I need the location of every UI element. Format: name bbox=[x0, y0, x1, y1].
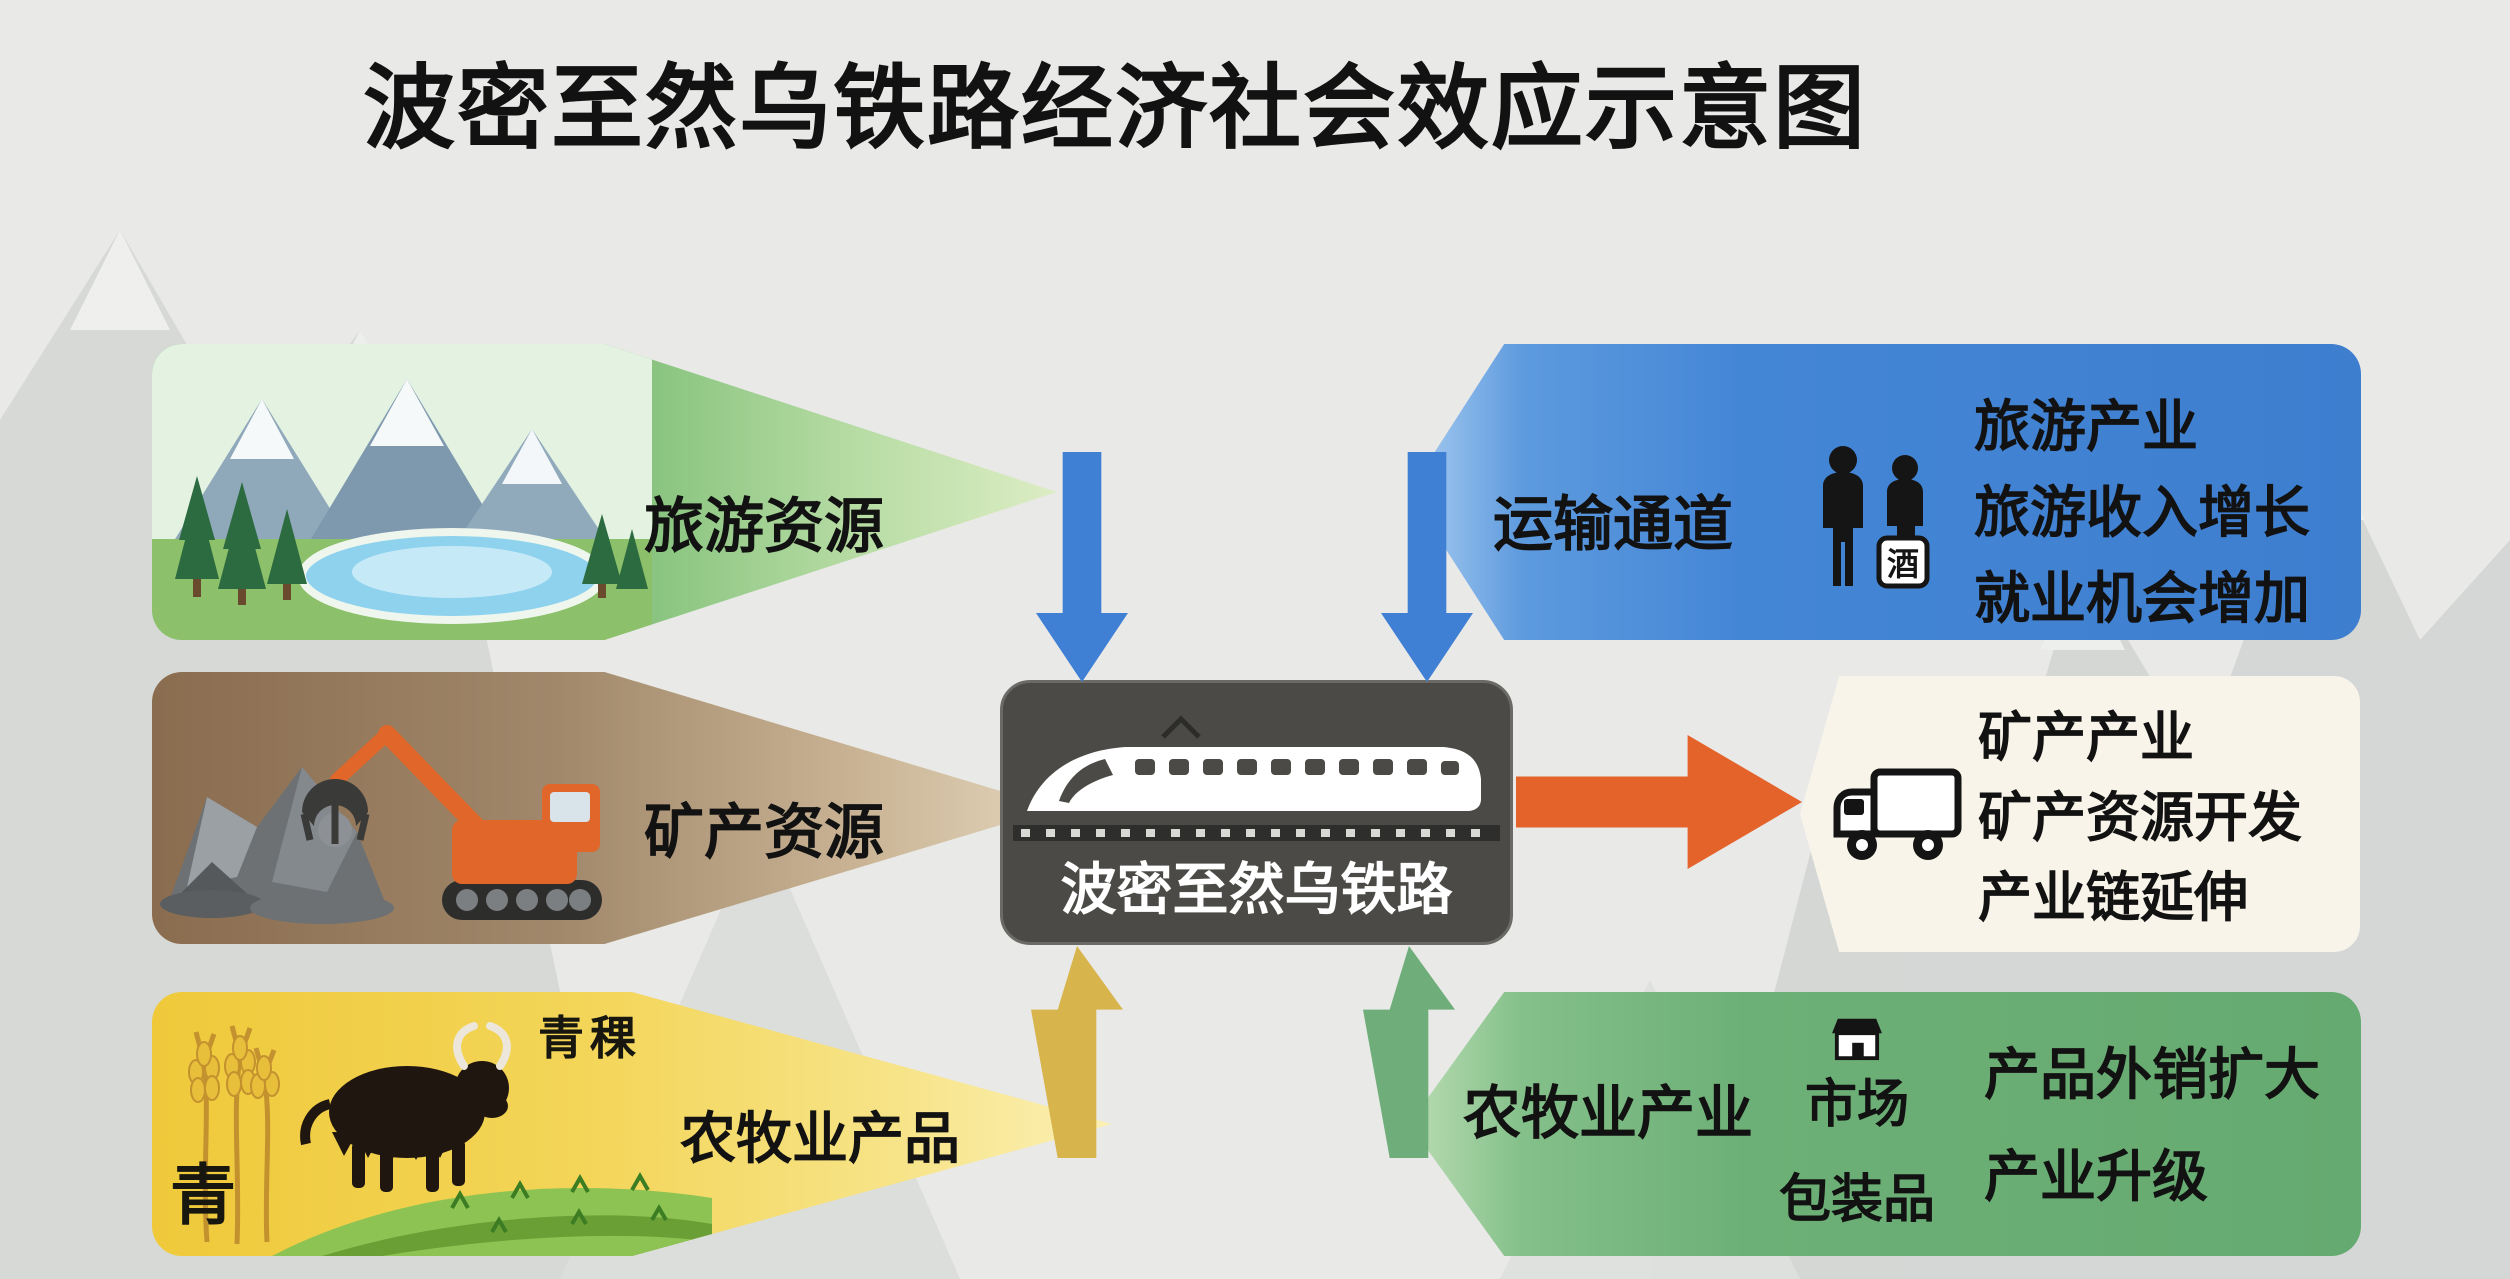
railway-name-label: 波密至然乌铁路 bbox=[1060, 858, 1453, 921]
outcome-line: 就业机会增加 bbox=[1974, 567, 2310, 630]
agriculture-products-label: 农牧业产品 bbox=[680, 1107, 960, 1170]
diagram-title: 波密至然乌铁路经济社会效应示意图 bbox=[362, 58, 1867, 160]
outcome-line: 矿产资源开发 bbox=[1978, 788, 2302, 848]
wheat-yak-fields-illustration bbox=[188, 1022, 712, 1256]
tourism-resources-block: 旅游资源 bbox=[152, 344, 1057, 640]
mineral-resources-label: 矿产资源 bbox=[644, 799, 884, 866]
hotel-sign-character: 酒 bbox=[1887, 546, 1919, 582]
transport-outcome-lines: 旅游产业 旅游收入增长 就业机会增加 bbox=[1974, 384, 2310, 640]
outcome-line: 旅游产业 bbox=[1974, 395, 2198, 458]
agri-industry-block: 农牧业产业 市场 包装品 产品外销扩大 产业升级 bbox=[1409, 992, 2361, 1256]
transport-channel-block: 运输通道 酒 旅游产业 旅游收入增长 就业机会增加 bbox=[1409, 344, 2361, 640]
tourism-resources-label: 旅游资源 bbox=[644, 493, 884, 560]
market-label: 市场 bbox=[1804, 1076, 1909, 1134]
outcome-line: 产品外销扩大 bbox=[1984, 1043, 2320, 1106]
mineral-industry-block: 矿产产业 矿产资源开发 产业链延伸 bbox=[1800, 676, 2360, 952]
agri-outcome-lines: 产品外销扩大 产业升级 bbox=[1984, 1024, 2320, 1228]
mining-excavator-illustration bbox=[160, 725, 602, 924]
barley-label: 青稞 bbox=[538, 1012, 642, 1064]
barley-character: 青 bbox=[170, 1158, 236, 1232]
truck-icon bbox=[1833, 768, 1962, 860]
outcome-line: 矿产产业 bbox=[1978, 708, 2194, 768]
agri-industry-label: 农牧业产业 bbox=[1463, 1081, 1754, 1146]
transport-channel-label: 运输通道 bbox=[1493, 491, 1733, 558]
bullet-train-icon bbox=[1013, 715, 1500, 841]
packaging-label: 包装品 bbox=[1778, 1171, 1935, 1229]
mineral-outcome-lines: 矿产产业 矿产资源开发 产业链延伸 bbox=[1978, 698, 2302, 938]
mineral-resources-block: 矿产资源 bbox=[152, 672, 1057, 944]
outcome-line: 产业链延伸 bbox=[1978, 868, 2248, 928]
outcome-line: 旅游收入增长 bbox=[1974, 481, 2310, 544]
railway-center-box: 波密至然乌铁路 bbox=[1000, 680, 1513, 945]
mountain-lake-illustration bbox=[152, 344, 652, 640]
market-stall-icon bbox=[1832, 1018, 1882, 1061]
outcome-line: 产业升级 bbox=[1984, 1145, 2208, 1208]
travelers-icon: 酒 bbox=[1823, 446, 1930, 589]
market-packaging-group: 市场 包装品 bbox=[1777, 1014, 1937, 1232]
